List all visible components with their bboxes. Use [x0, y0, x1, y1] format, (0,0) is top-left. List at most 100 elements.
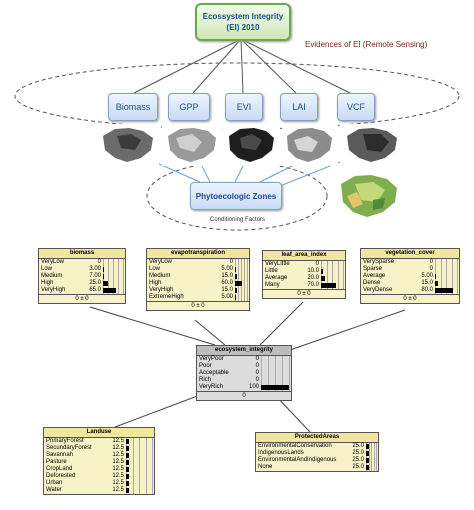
state-value: 12.5: [112, 452, 124, 458]
node-title: ProtectedAreas: [256, 433, 378, 443]
state-value: 3.00: [89, 266, 101, 272]
state-label: Little: [265, 268, 278, 274]
lai-map-image: [282, 124, 338, 166]
grid-line: [440, 259, 442, 294]
vcf-map-image: [341, 124, 403, 166]
grid-line: [366, 443, 367, 471]
state-value: 25.0: [352, 450, 364, 456]
probability-bar: [235, 288, 237, 293]
grid-line: [268, 356, 269, 391]
state-value: 60.0: [221, 280, 233, 286]
state-label: Poor: [199, 363, 212, 369]
probability-bar: [261, 385, 289, 390]
state-label: IndigenousLands: [258, 450, 304, 456]
probability-bar: [103, 281, 108, 286]
state-value: 100: [248, 384, 259, 390]
probability-bar: [366, 444, 369, 449]
state-label: PrimaryForest: [46, 438, 84, 444]
state-label: VeryDense: [363, 287, 393, 293]
state-label: Medium: [149, 273, 171, 279]
node-title: biomass: [39, 249, 125, 259]
grid-line: [337, 261, 339, 289]
state-value: 70.0: [307, 282, 319, 288]
state-row: PrimaryForest 12.5: [44, 438, 154, 445]
evidence-lai: LAI: [280, 93, 318, 121]
node-title: vegetation_cover: [361, 249, 459, 259]
probability-bar: [366, 458, 369, 463]
state-value: 25.0: [352, 457, 364, 463]
state-row: Many 70.0: [263, 282, 345, 289]
state-value: 12.5: [112, 438, 124, 444]
grid-line: [139, 438, 140, 494]
state-label: EnvironmentalAndIndigenous: [258, 457, 337, 463]
node-footer: 0 ± 0: [39, 294, 125, 303]
grid-line: [326, 261, 328, 289]
grid-line: [446, 259, 447, 294]
conditioning-factors-label: Conditioning Factors: [210, 217, 266, 223]
probability-bar: [321, 283, 337, 288]
state-label: Many: [265, 282, 280, 288]
phyto-label: Phytoecologic Zones: [195, 191, 277, 201]
state-label: Pasture: [46, 459, 67, 465]
state-value: 0: [255, 377, 259, 383]
probability-bar: [126, 474, 130, 479]
state-label: High: [41, 280, 54, 286]
state-value: 25.0: [352, 464, 364, 470]
grid-line: [123, 259, 124, 294]
grid-line: [289, 356, 290, 391]
grid-line: [238, 259, 239, 301]
node-footer: 0 ± 0: [263, 289, 345, 298]
biomass-map-image: [97, 124, 159, 166]
node-title: ecosystem_integrity: [197, 346, 291, 356]
grid-line: [451, 259, 453, 294]
evidence-gpp: GPP: [168, 93, 210, 121]
state-value: 65.0: [89, 287, 101, 293]
phytoecologic-map-image: [333, 170, 403, 222]
state-label: EnvironmentalConservation: [258, 443, 332, 449]
state-value: 12.5: [112, 487, 124, 493]
state-row: IndigenousLands 25.0: [256, 450, 378, 457]
state-row: None 25.0: [256, 464, 378, 471]
gpp-map-image: [162, 124, 222, 166]
state-label: None: [258, 464, 273, 470]
probability-bar: [126, 453, 130, 458]
state-label: VeryLow: [149, 259, 173, 265]
state-value: 25.0: [352, 443, 364, 449]
probability-bar: [103, 267, 104, 272]
state-label: Rich: [199, 377, 212, 383]
grid-line: [244, 259, 245, 301]
grid-line: [261, 356, 262, 391]
grid-line: [332, 261, 333, 289]
probability-bar: [235, 274, 237, 279]
probability-bar: [366, 451, 369, 456]
node-footer: 0: [197, 391, 291, 400]
state-label: Low: [149, 266, 161, 272]
grid-line: [457, 259, 458, 294]
probability-bar: [235, 295, 236, 300]
probability-bar: [103, 274, 105, 279]
